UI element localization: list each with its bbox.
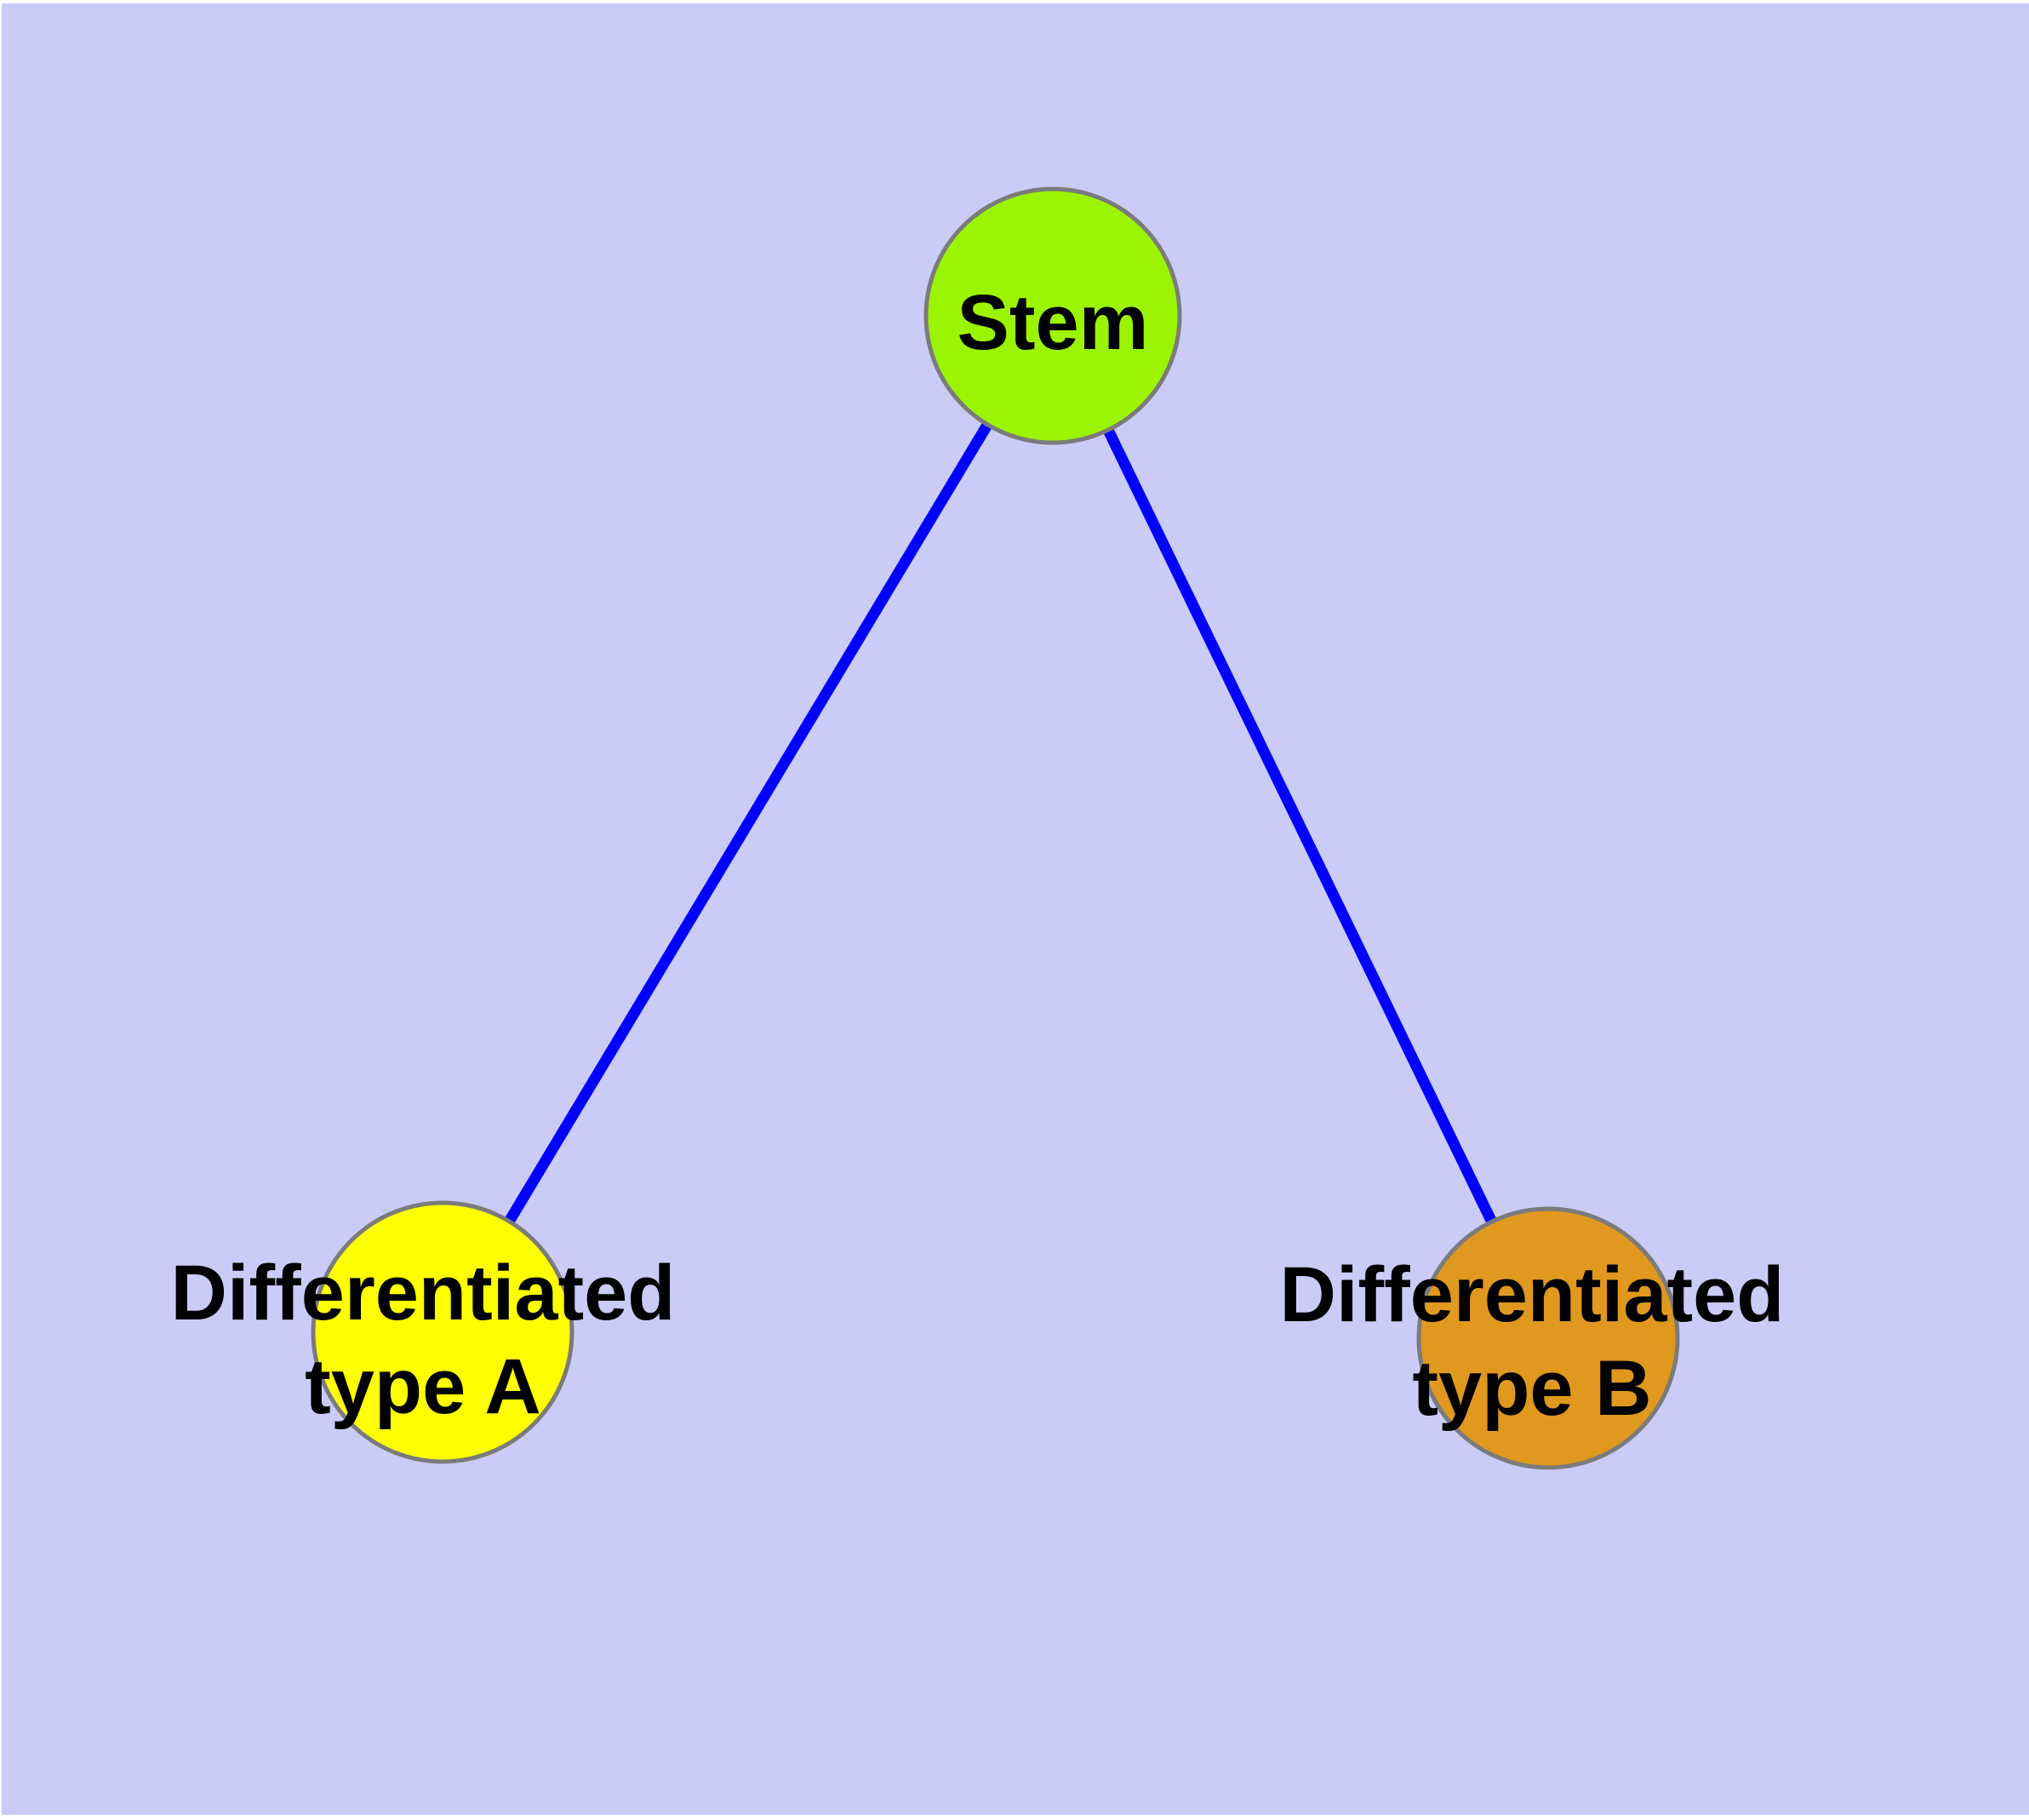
node-type-b-label-line1: Differentiated	[1280, 1251, 1785, 1338]
edge-stem-to-type-b	[1048, 313, 1553, 1341]
node-type-a[interactable]	[311, 1200, 574, 1464]
node-type-b-label-line2: type B	[1412, 1345, 1651, 1432]
node-type-b[interactable]	[1416, 1206, 1680, 1470]
node-type-a-label-line2: type A	[305, 1343, 541, 1430]
node-stem-label: Stem	[957, 279, 1149, 366]
node-stem[interactable]	[923, 186, 1182, 445]
edge-stem-to-type-a	[437, 312, 1058, 1336]
node-type-a-label-line1: Differentiated	[171, 1250, 676, 1336]
